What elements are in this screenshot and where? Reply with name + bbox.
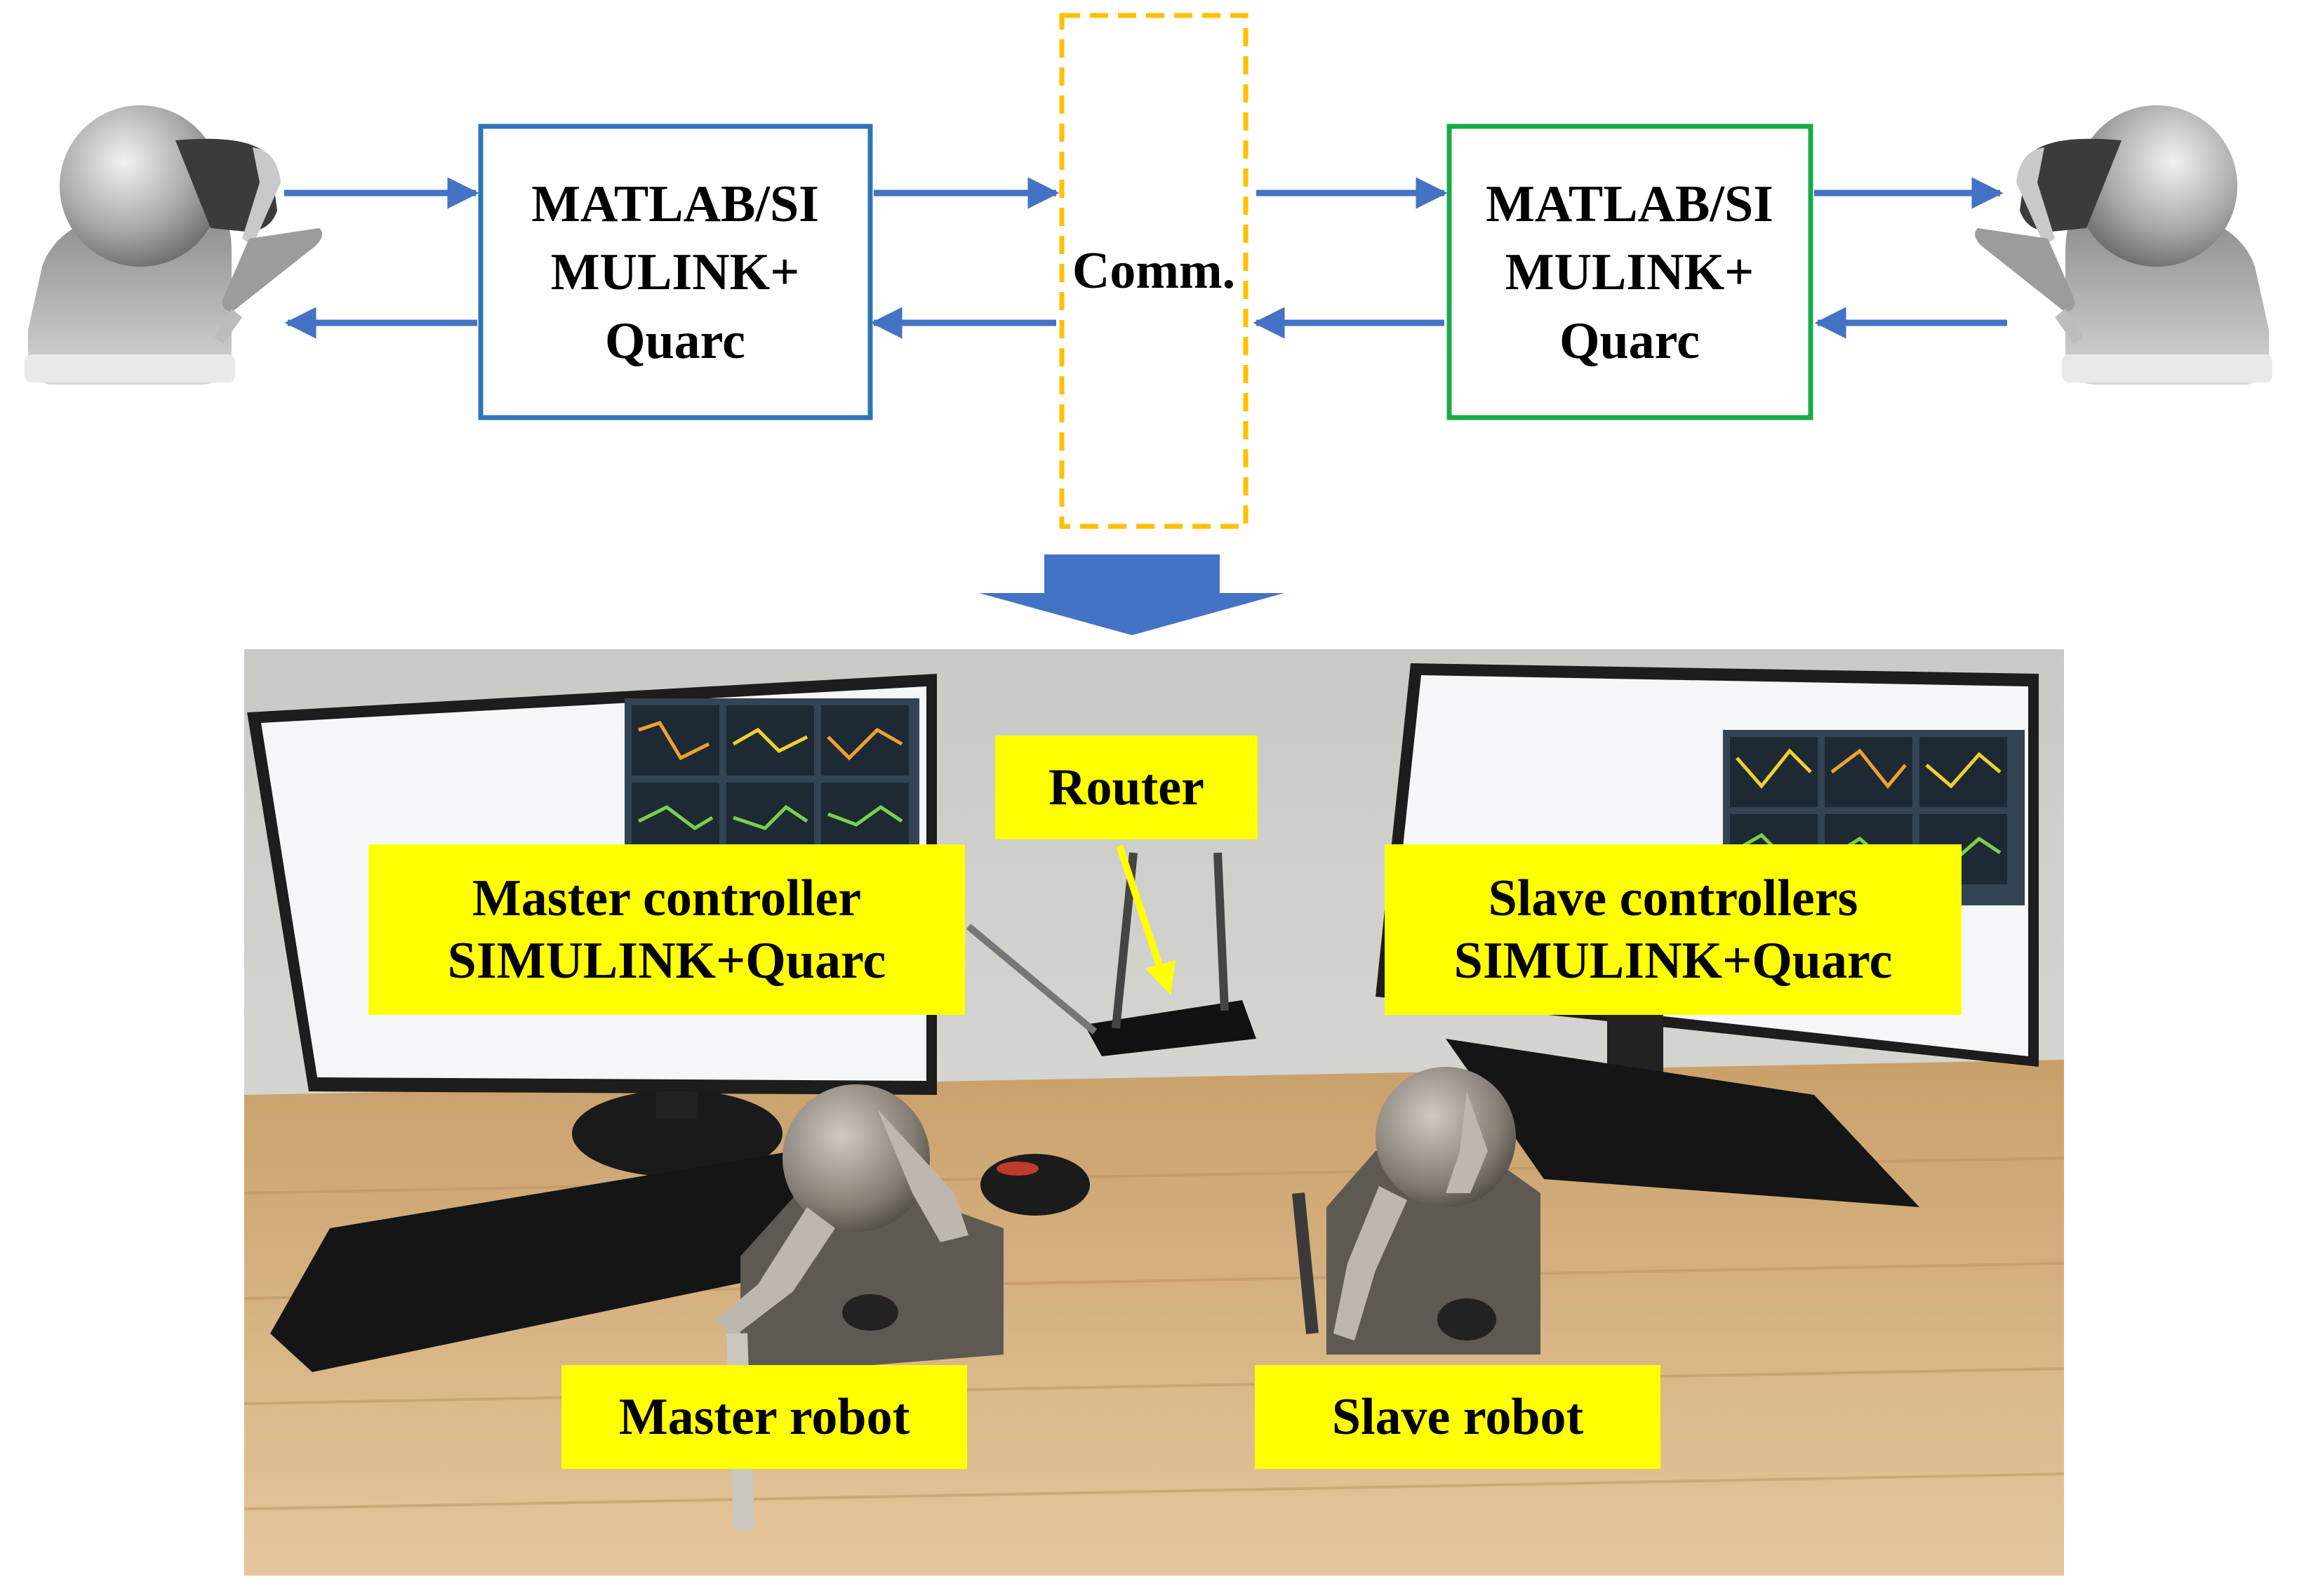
mouse-icon (980, 1154, 1090, 1216)
comm-label: Comm. (1072, 242, 1235, 300)
master-robot-label-text: Master robot (618, 1388, 910, 1446)
master-haptic-device-icon (25, 105, 322, 385)
slave-controller-box: MATLAB/SI MULINK+ Quarc (1446, 124, 1813, 420)
master-controller-box: MATLAB/SI MULINK+ Quarc (478, 124, 873, 420)
router-label-text: Router (1048, 758, 1204, 816)
slave-box-line2: MULINK+ (1505, 244, 1755, 301)
master-box-line1: MATLAB/SI (531, 175, 819, 233)
signal-arrows (284, 177, 2007, 339)
slave-box-line3: Quarc (1559, 312, 1700, 370)
master-robot-label: Master robot (561, 1365, 967, 1469)
slave-box-line1: MATLAB/SI (1486, 175, 1773, 233)
slave-controllers-label-line2: SIMULINK+Quarc (1453, 931, 1893, 990)
master-box-line3: Quarc (605, 312, 745, 370)
slave-haptic-device-icon (1975, 105, 2272, 385)
slave-controllers-label: Slave controllers SIMULINK+Quarc (1385, 844, 1962, 1015)
master-controller-label: Master controller SIMULINK+Quarc (368, 844, 965, 1015)
master-robot-icon (716, 1084, 1004, 1531)
master-controller-label-line1: Master controller (472, 869, 862, 927)
comm-block: Comm. (1059, 13, 1249, 529)
slave-robot-label-text: Slave robot (1331, 1388, 1584, 1446)
slave-robot-icon (1292, 1067, 1540, 1355)
slave-robot-label: Slave robot (1255, 1365, 1660, 1469)
slave-keyboard-icon (1446, 1039, 1919, 1207)
master-controller-label-line2: SIMULINK+Quarc (447, 931, 886, 990)
master-keyboard-icon (270, 1151, 835, 1372)
big-down-arrow-icon (979, 554, 1284, 635)
router-pointer-arrow-icon (1116, 844, 1165, 973)
master-box-line2: MULINK+ (551, 244, 800, 301)
router-label: Router (995, 736, 1258, 839)
slave-controllers-label-line1: Slave controllers (1488, 869, 1858, 927)
